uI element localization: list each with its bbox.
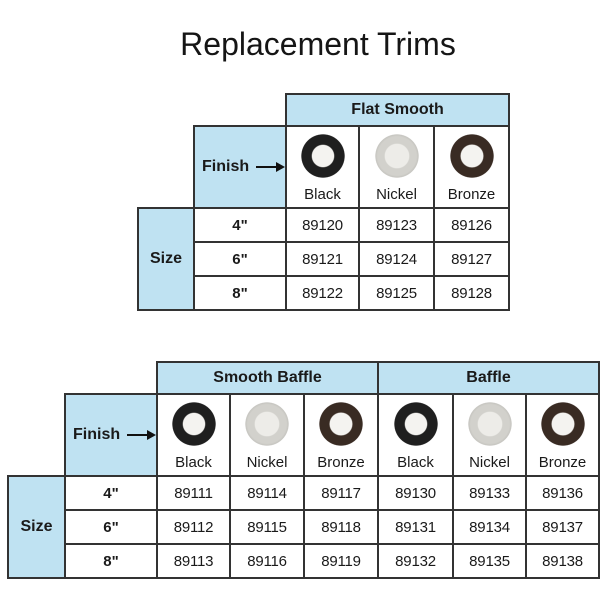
part-number-cell: 89127 <box>432 241 511 277</box>
finish-arrow-head-icon <box>147 430 155 440</box>
part-number-cell: 89133 <box>452 475 528 511</box>
part-number-cell: 89126 <box>432 207 511 243</box>
group-header-baffle: Baffle <box>377 361 601 395</box>
table-row: 6" 89112 89115 89118 89131 89134 89137 <box>8 509 601 545</box>
finish-arrow-icon <box>256 166 276 168</box>
table-row: 6" 89121 89124 89127 <box>138 241 511 277</box>
group-header-flat-smooth: Flat Smooth <box>284 93 511 127</box>
finish-label: Finish <box>202 158 250 175</box>
trim-ring-icon <box>245 402 289 446</box>
table-row: Size 4" 89120 89123 89126 <box>137 207 511 311</box>
trim-ring-icon <box>300 134 345 178</box>
finish-name: Black <box>175 454 212 471</box>
size-value-cell: 4" <box>64 475 158 511</box>
part-number-cell: 89137 <box>525 509 601 545</box>
trim-ring-icon <box>171 402 216 446</box>
finish-row: Finish Black Nickel <box>138 125 511 209</box>
size-header-cell: Size <box>7 475 66 579</box>
finish-name: Nickel <box>469 454 510 471</box>
part-number-cell: 89128 <box>432 275 511 311</box>
finish-header-cell: Finish <box>193 125 287 209</box>
table-row: 8" 89113 89116 89119 89132 89135 89138 <box>8 543 601 579</box>
part-number-cell: 89112 <box>156 509 231 545</box>
finish-name: Nickel <box>376 186 417 203</box>
finish-option-cell: Bronze <box>432 125 511 209</box>
finish-header: Finish <box>196 128 284 206</box>
finish-name: Nickel <box>246 454 288 471</box>
finish-arrow-icon <box>127 434 147 436</box>
part-number-cell: 89116 <box>229 543 305 579</box>
finish-name: Bronze <box>538 454 587 471</box>
size-value-cell: 8" <box>64 543 158 579</box>
trim-ring-icon <box>449 134 494 178</box>
part-number-cell: 89134 <box>452 509 528 545</box>
size-value-cell: 4" <box>193 207 287 243</box>
part-number-cell: 89113 <box>156 543 231 579</box>
finish-option-cell: Black <box>377 393 455 477</box>
size-value-cell: 6" <box>193 241 287 277</box>
finish-name: Bronze <box>447 186 496 203</box>
finish-header: Finish <box>67 396 155 474</box>
part-number-cell: 89125 <box>358 275 435 311</box>
trim-ring-icon <box>319 402 363 446</box>
finish-header-cell: Finish <box>64 393 158 477</box>
page-title: Replacement Trims <box>180 26 456 62</box>
finish-name: Bronze <box>317 454 365 471</box>
size-header-cell: Size <box>137 207 195 311</box>
finish-option-cell: Nickel <box>452 393 528 477</box>
part-number-cell: 89131 <box>377 509 455 545</box>
flat-smooth-table: Flat Smooth Finish Black Nick <box>137 93 511 311</box>
finish-label: Finish <box>73 426 121 443</box>
part-number-cell: 89114 <box>229 475 305 511</box>
group-header-row: Flat Smooth <box>138 93 511 127</box>
finish-option-cell: Nickel <box>229 393 305 477</box>
trim-ring-icon <box>374 134 419 178</box>
part-number-cell: 89121 <box>285 241 360 277</box>
part-number-cell: 89117 <box>302 475 380 511</box>
size-value-cell: 6" <box>64 509 158 545</box>
finish-option-cell: Bronze <box>302 393 380 477</box>
finish-name: Black <box>304 186 341 203</box>
part-number-cell: 89115 <box>229 509 305 545</box>
part-number-cell: 89120 <box>285 207 360 243</box>
group-header-smooth-baffle: Smooth Baffle <box>155 361 380 395</box>
part-number-cell: 89118 <box>302 509 380 545</box>
trim-ring-icon <box>467 402 512 446</box>
part-number-cell: 89119 <box>302 543 380 579</box>
part-number-cell: 89132 <box>377 543 455 579</box>
part-number-cell: 89138 <box>525 543 601 579</box>
finish-name: Black <box>397 454 434 471</box>
finish-option-cell: Nickel <box>358 125 435 209</box>
part-number-cell: 89123 <box>358 207 435 243</box>
baffle-table: Smooth Baffle Baffle Finish Black <box>7 361 601 579</box>
spacer-cell <box>8 362 157 394</box>
size-value-cell: 8" <box>193 275 287 311</box>
finish-option-cell: Bronze <box>525 393 601 477</box>
part-number-cell: 89136 <box>525 475 601 511</box>
trim-ring-icon <box>393 402 438 446</box>
finish-option-cell: Black <box>285 125 360 209</box>
group-header-row: Smooth Baffle Baffle <box>8 361 601 395</box>
table-row: Size 4" 89111 89114 89117 89130 89133 89… <box>7 475 601 579</box>
finish-row: Finish Black Nickel <box>8 393 601 477</box>
spacer-cell <box>8 394 65 476</box>
part-number-cell: 89135 <box>452 543 528 579</box>
finish-option-cell: Black <box>156 393 231 477</box>
finish-arrow-head-icon <box>276 162 284 172</box>
part-number-cell: 89122 <box>285 275 360 311</box>
spacer-cell <box>138 126 194 208</box>
trim-ring-icon <box>540 402 585 446</box>
spacer-cell <box>138 94 286 126</box>
part-number-cell: 89130 <box>377 475 455 511</box>
part-number-cell: 89124 <box>358 241 435 277</box>
part-number-cell: 89111 <box>156 475 231 511</box>
table-row: 8" 89122 89125 89128 <box>138 275 511 311</box>
